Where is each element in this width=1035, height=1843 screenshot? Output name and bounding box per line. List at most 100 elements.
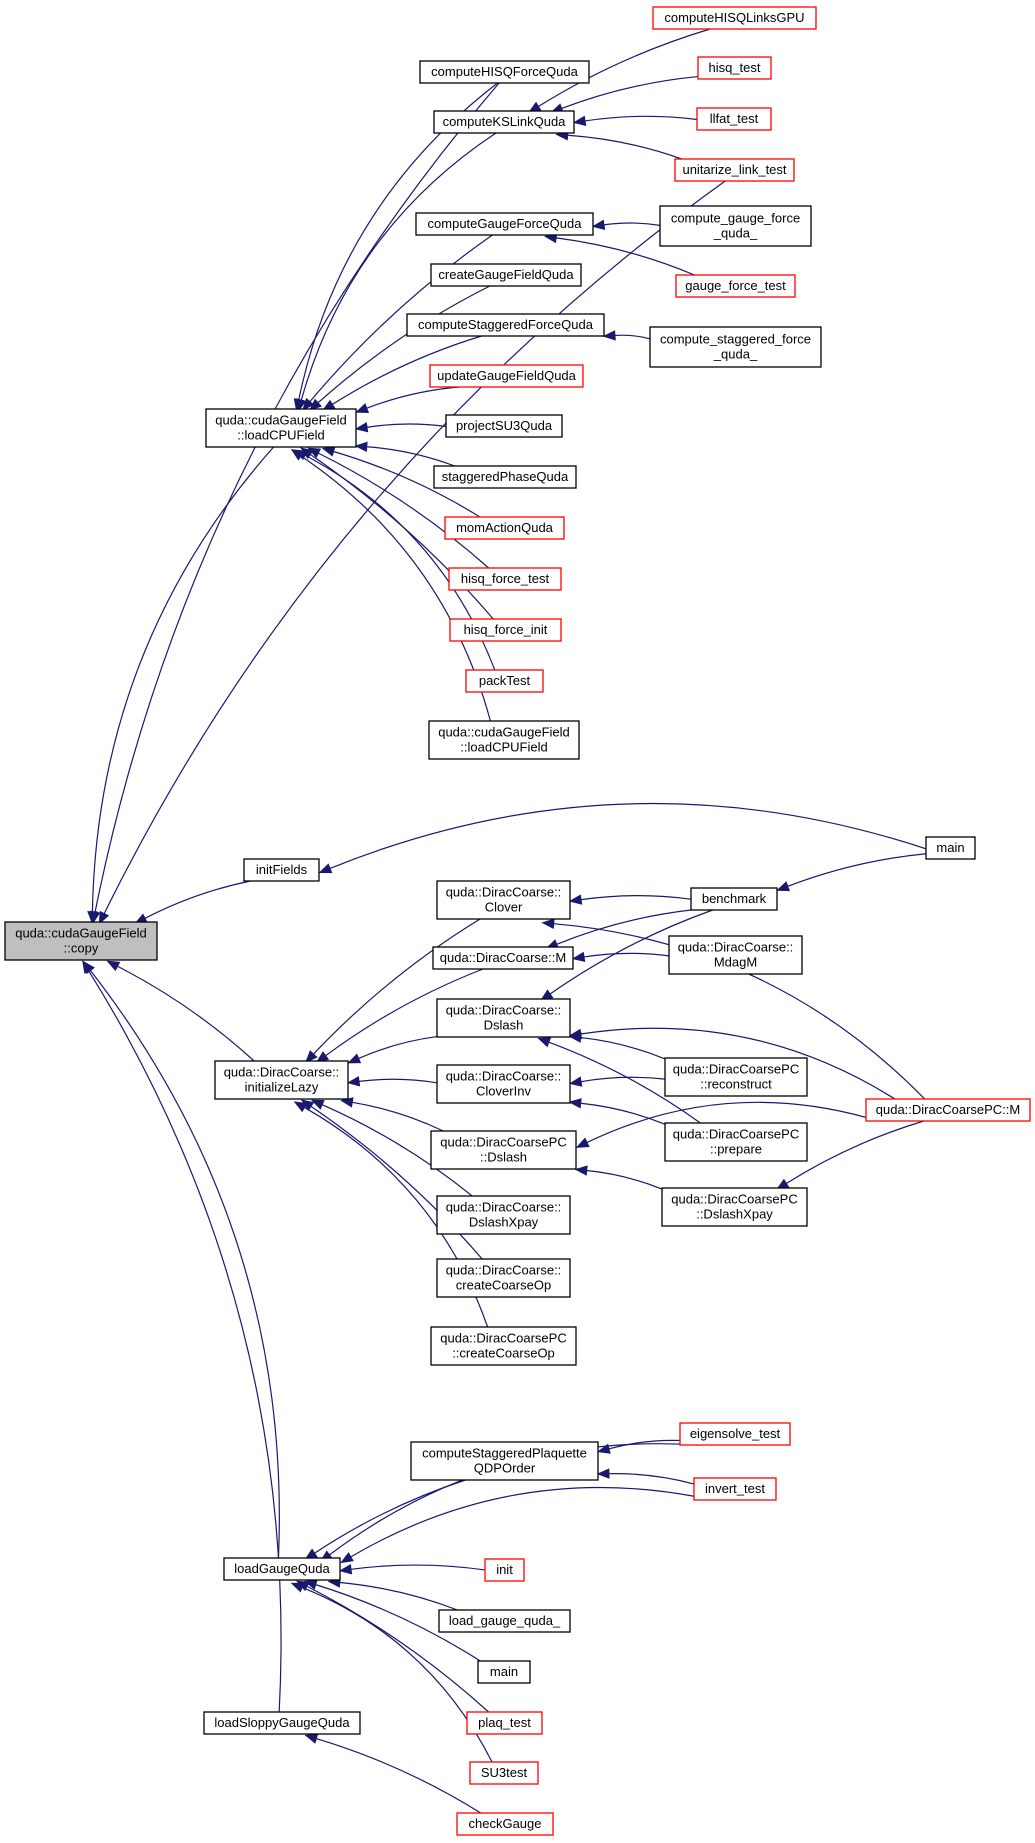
node-projectSU3Quda[interactable]: projectSU3Quda (445, 414, 563, 438)
node-plaq_test[interactable]: plaq_test (466, 1711, 543, 1735)
node-box (690, 887, 778, 911)
node-reconstruct[interactable]: quda::DiracCoarsePC::reconstruct (664, 1057, 808, 1097)
node-loadSloppyGaugeQuda[interactable]: loadSloppyGaugeQuda (203, 1711, 361, 1735)
arrowhead-PCM-to-PCDslash (575, 1137, 590, 1148)
node-createGaugeFieldQuda[interactable]: createGaugeFieldQuda (430, 263, 582, 287)
edge-eigensolve_test-to-computeStaggeredPlaquetteQDPOrder (608, 1439, 681, 1450)
edge-prepare-to-CloverInv (580, 1102, 666, 1125)
edge-DslashXpay-to-initializeLazy (321, 1104, 473, 1197)
node-momActionQuda[interactable]: momActionQuda (444, 516, 565, 540)
node-SU3test[interactable]: SU3test (469, 1761, 539, 1785)
arrowhead-prepare-to-CloverInv (568, 1098, 582, 1109)
edge-computeStaggeredForceQuda-to-loadCPUField (332, 335, 482, 405)
node-label: ::loadCPUField (460, 740, 547, 755)
node-initializeLazy[interactable]: quda::DiracCoarse::initializeLazy (214, 1060, 349, 1100)
arrowhead-Dslash-to-initializeLazy (347, 1053, 362, 1064)
node-label: _quda_ (713, 226, 758, 241)
arrowhead-invert_test-to-loadGaugeQuda (340, 1552, 354, 1564)
node-main_bottom[interactable]: main (477, 1660, 531, 1684)
node-PCDslashXpay[interactable]: quda::DiracCoarsePC::DslashXpay (661, 1187, 808, 1227)
node-label: momActionQuda (456, 520, 554, 535)
node-label: quda::DiracCoarsePC (673, 1062, 799, 1077)
edge-PCDslash-to-initializeLazy (352, 1101, 444, 1132)
node-label: packTest (479, 673, 531, 688)
node-box (865, 1098, 1031, 1122)
node-label: staggeredPhaseQuda (442, 469, 569, 484)
node-initFields[interactable]: initFields (243, 858, 320, 882)
node-box (484, 1558, 525, 1582)
node-checkGauge[interactable]: checkGauge (456, 1812, 554, 1836)
node-DslashXpay[interactable]: quda::DiracCoarse::DslashXpay (436, 1195, 571, 1235)
node-compute_gauge_force_quda_[interactable]: compute_gauge_force_quda_ (659, 205, 812, 247)
node-main_top[interactable]: main (925, 836, 976, 860)
node-loadCPUField2[interactable]: quda::cudaGaugeField::loadCPUField (428, 720, 580, 760)
edge-compute_gauge_force_quda_-to-computeGaugeForceQuda (603, 222, 661, 226)
arrowhead-prepare-to-Dslash (537, 1037, 552, 1048)
node-invert_test[interactable]: invert_test (693, 1477, 777, 1501)
node-label: quda::DiracCoarse:: (224, 1065, 340, 1080)
node-hisq_force_init[interactable]: hisq_force_init (449, 618, 562, 642)
edge-unitarize_link_test-to-root (103, 180, 726, 914)
edge-checkGauge-to-loadSloppyGaugeQuda (316, 1737, 482, 1814)
node-label: llfat_test (710, 111, 759, 126)
arrowhead-loadCPUField2-to-loadCPUField (290, 449, 305, 461)
node-box (693, 1477, 777, 1501)
node-computeStaggeredForceQuda[interactable]: computeStaggeredForceQuda (406, 313, 605, 337)
edge-benchmark-to-DiracM (556, 909, 692, 945)
node-label: updateGaugeFieldQuda (437, 368, 577, 383)
edge-DiracM-to-initializeLazy (325, 968, 484, 1057)
node-eigensolve_test[interactable]: eigensolve_test (679, 1422, 791, 1446)
node-updateGaugeFieldQuda[interactable]: updateGaugeFieldQuda (429, 364, 584, 388)
arrowhead-main_top-to-benchmark (776, 881, 791, 892)
node-computeHISQForceQuda[interactable]: computeHISQForceQuda (419, 60, 590, 84)
node-box (4, 921, 158, 961)
node-label: quda::DiracCoarse::M (440, 950, 566, 965)
node-llfat_test[interactable]: llfat_test (696, 107, 772, 131)
node-DiracM[interactable]: quda::DiracCoarse::M (432, 946, 574, 970)
arrowhead-PCDslashXpay-to-PCDslash (574, 1165, 588, 1176)
node-box (664, 1122, 808, 1162)
node-compute_staggered_force_quda_[interactable]: compute_staggered_force_quda_ (649, 326, 822, 368)
node-computeGaugeForceQuda[interactable]: computeGaugeForceQuda (415, 212, 594, 236)
node-load_gauge_quda_[interactable]: load_gauge_quda_ (438, 1609, 571, 1633)
node-label: main (936, 840, 964, 855)
node-createCoarseOp[interactable]: quda::DiracCoarse::createCoarseOp (436, 1258, 571, 1298)
node-Clover[interactable]: quda::DiracCoarse::Clover (436, 880, 571, 920)
node-computeHISQLinksGPU[interactable]: computeHISQLinksGPU (652, 6, 817, 30)
arrowhead-checkGauge-to-loadSloppyGaugeQuda (304, 1733, 319, 1744)
node-unitarize_link_test[interactable]: unitarize_link_test (674, 158, 795, 182)
node-loadGaugeQuda[interactable]: loadGaugeQuda (223, 1557, 341, 1581)
node-CloverInv[interactable]: quda::DiracCoarse::CloverInv (436, 1064, 571, 1104)
node-PCM[interactable]: quda::DiracCoarsePC::M (865, 1098, 1031, 1122)
node-Dslash[interactable]: quda::DiracCoarse::Dslash (436, 998, 571, 1038)
node-hisq_test[interactable]: hisq_test (697, 56, 772, 80)
node-loadCPUField[interactable]: quda::cudaGaugeField::loadCPUField (205, 408, 357, 448)
arrowhead-updateGaugeFieldQuda-to-loadCPUField (355, 403, 370, 413)
node-label: loadSloppyGaugeQuda (214, 1715, 350, 1730)
arrowhead-main_top-to-initFields (318, 863, 333, 874)
node-benchmark[interactable]: benchmark (690, 887, 778, 911)
node-box (410, 1441, 599, 1481)
node-label: quda::DiracCoarse:: (446, 885, 562, 900)
node-label: initializeLazy (245, 1080, 319, 1095)
node-box (436, 880, 571, 920)
node-packTest[interactable]: packTest (465, 669, 544, 693)
node-label: DslashXpay (469, 1215, 539, 1230)
edge-main_top-to-initFields (329, 802, 927, 869)
node-staggeredPhaseQuda[interactable]: staggeredPhaseQuda (433, 465, 577, 489)
node-computeKSLinkQuda[interactable]: computeKSLinkQuda (433, 110, 575, 134)
edge-Dslash-to-initializeLazy (358, 1035, 438, 1060)
node-root[interactable]: quda::cudaGaugeField::copy (4, 921, 158, 961)
node-hisq_force_test[interactable]: hisq_force_test (448, 567, 562, 591)
node-PCcreateCoarseOp[interactable]: quda::DiracCoarsePC::createCoarseOp (430, 1326, 577, 1366)
node-label: invert_test (705, 1481, 765, 1496)
arrowhead-PCcreateCoarseOp-to-initializeLazy (293, 1101, 308, 1113)
node-PCDslash[interactable]: quda::DiracCoarsePC::Dslash (430, 1130, 577, 1170)
arrowhead-reconstruct-to-CloverInv (568, 1076, 583, 1087)
node-init[interactable]: init (484, 1558, 525, 1582)
arrowhead-benchmark-to-Clover (568, 894, 583, 905)
node-prepare[interactable]: quda::DiracCoarsePC::prepare (664, 1122, 808, 1162)
node-gauge_force_test[interactable]: gauge_force_test (675, 274, 796, 298)
node-MdagM[interactable]: quda::DiracCoarse::MdagM (668, 935, 803, 975)
